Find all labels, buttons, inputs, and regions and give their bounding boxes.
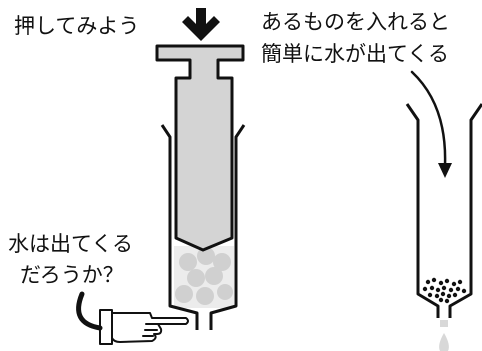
bubble [205,267,223,285]
bubble [179,253,197,271]
bubble [196,287,214,305]
curved-arrow-icon [76,291,103,331]
arrowhead-icon [438,163,452,178]
question-line-2: だろうか？ [20,263,124,287]
down-arrow-icon [182,8,220,41]
plunger [155,44,245,252]
bubble [187,269,205,287]
right-caption-line-1: あるものを入れると [261,10,450,34]
bubble [213,253,231,271]
question-line-1: 水は出てくる [8,232,133,256]
bubble [175,285,193,303]
pointing-hand-icon [99,309,189,345]
right-syringe [405,70,482,351]
bubbles [175,247,233,305]
push-label: 押してみよう [14,14,140,38]
left-syringe [155,8,246,330]
particles [422,277,467,304]
bubble [197,247,215,265]
right-caption-line-2: 簡単に水が出てくる [261,42,449,66]
water-stream [439,320,449,351]
syringe-barrel [160,124,246,330]
curved-arrow-icon [410,70,447,167]
bubble [217,284,233,300]
